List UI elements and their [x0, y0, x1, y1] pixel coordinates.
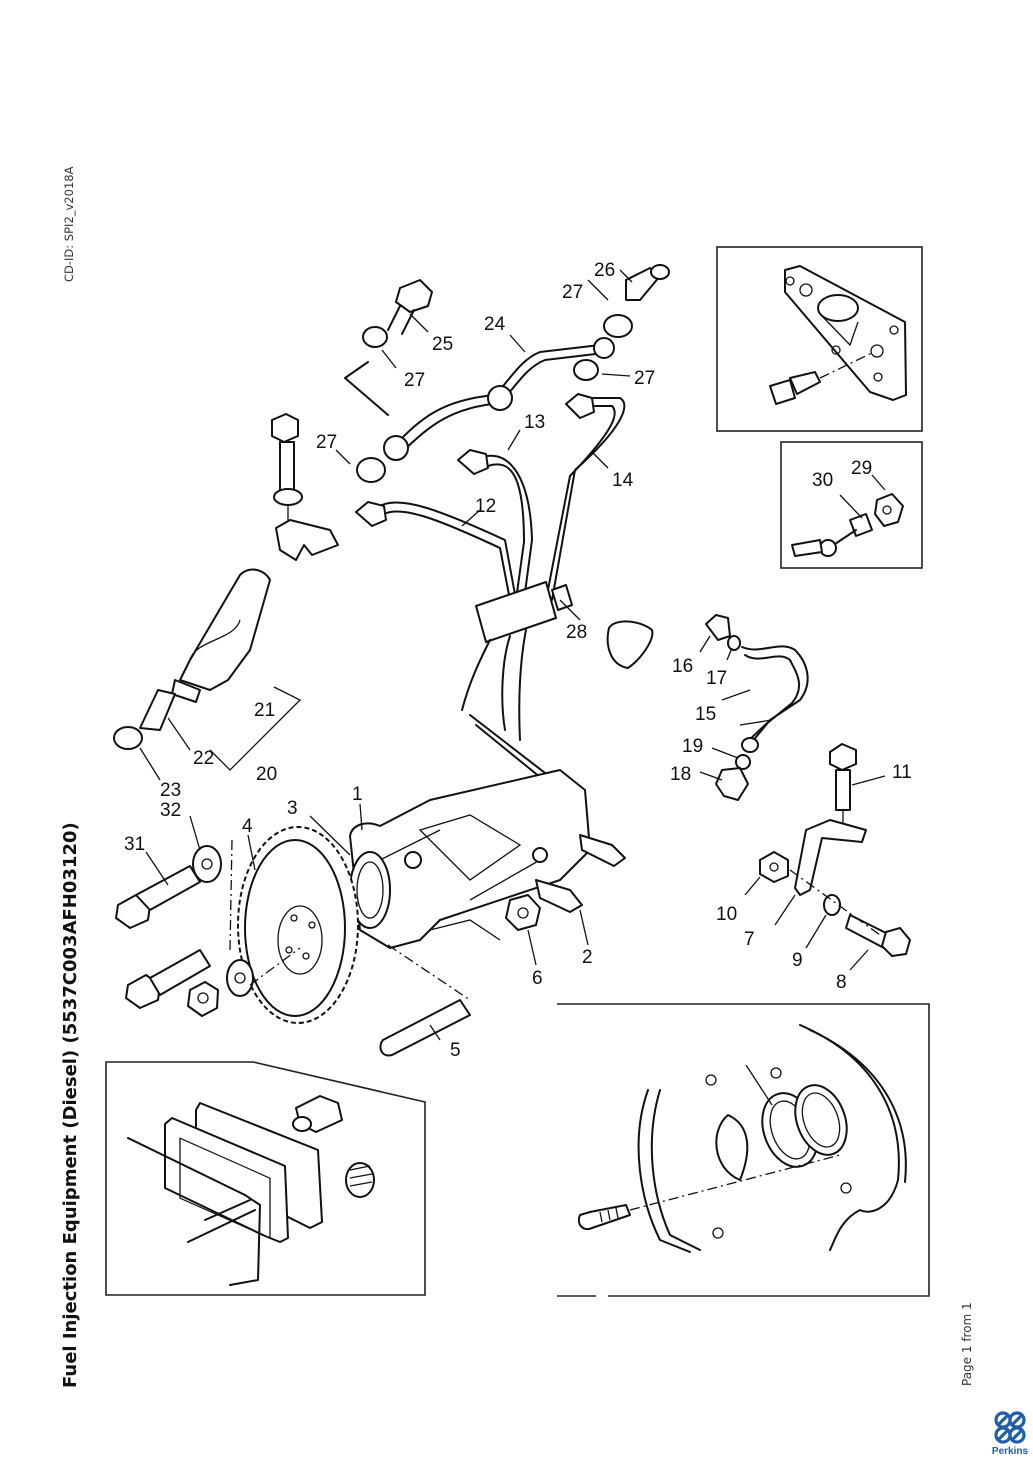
callout-20: 20 — [256, 764, 277, 785]
callout-11: 11 — [892, 762, 912, 783]
callout-8: 8 — [836, 972, 847, 993]
callout-9: 9 — [792, 950, 803, 971]
fittings-top — [344, 264, 670, 483]
bracket-assembly — [759, 743, 911, 957]
callout-17: 17 — [706, 668, 727, 689]
injection-pump — [349, 769, 626, 949]
banjo-bolt-inset: 30 29 — [780, 441, 923, 569]
callout-18: 18 — [670, 764, 691, 785]
callout-26: 26 — [594, 260, 615, 281]
callout-27-lower: 27 — [316, 432, 337, 453]
return-pipe — [606, 614, 809, 801]
callout-32: 32 — [160, 800, 181, 821]
timing-case-inset — [557, 1003, 930, 1297]
callout-labels: 1 2 3 4 5 6 7 8 9 10 11 12 13 14 15 16 1… — [124, 260, 912, 1061]
callout-23: 23 — [160, 780, 181, 801]
callout-27-right: 27 — [634, 368, 655, 389]
callout-21: 21 — [254, 700, 275, 721]
callout-30: 30 — [812, 470, 833, 491]
callout-14: 14 — [612, 470, 634, 491]
callout-2: 2 — [582, 947, 593, 968]
drive-gear — [237, 826, 359, 1024]
callout-6: 6 — [532, 968, 543, 989]
callout-19: 19 — [682, 736, 703, 757]
callout-15: 15 — [695, 704, 716, 725]
callout-3: 3 — [287, 798, 298, 819]
callout-12: 12 — [475, 496, 496, 517]
fuel-pipes — [355, 337, 626, 809]
callout-22: 22 — [193, 748, 214, 769]
callout-1: 1 — [352, 784, 363, 805]
injector-assembly — [113, 413, 339, 771]
cover-plate-inset — [105, 1061, 426, 1296]
callout-16: 16 — [672, 656, 693, 677]
callout-31: 31 — [124, 834, 145, 855]
perkins-logo-icon — [994, 1411, 1026, 1444]
sensor-plate-inset — [716, 246, 923, 432]
perkins-wordmark: Perkins — [991, 1446, 1029, 1457]
callout-27-top: 27 — [562, 282, 583, 303]
callout-13: 13 — [524, 412, 545, 433]
callout-27-left: 27 — [404, 370, 425, 391]
callout-28: 28 — [566, 622, 587, 643]
callout-10: 10 — [716, 904, 737, 925]
callout-4: 4 — [242, 816, 253, 837]
callout-25: 25 — [432, 334, 453, 355]
callout-7: 7 — [744, 929, 755, 950]
perkins-logo: Perkins — [988, 1410, 1032, 1460]
callout-24: 24 — [484, 314, 506, 335]
leader-lines — [139, 269, 886, 1041]
gear-fasteners — [115, 839, 471, 1057]
callout-29: 29 — [851, 458, 872, 479]
callout-5: 5 — [450, 1040, 461, 1061]
